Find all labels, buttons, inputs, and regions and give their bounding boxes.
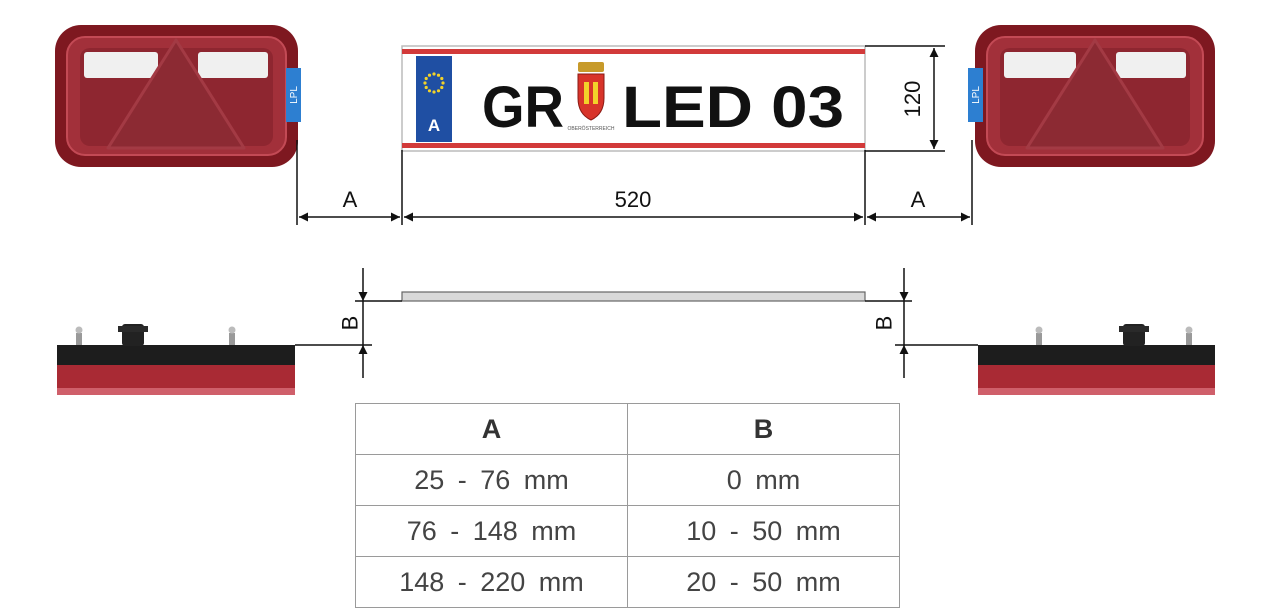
table-row: 76 - 148 mm 10 - 50 mm [355,505,900,557]
cell-a: 76 - 148 mm [355,505,628,557]
dim-b-right: B [872,316,897,331]
right-tail-lamp: LPL [968,25,1215,167]
spec-table: A B 25 - 76 mm 0 mm 76 - 148 mm 10 - 50 … [355,403,900,608]
lpl-tag [286,68,301,122]
left-tail-lamp: LPL [55,25,301,167]
top-dimensions [296,45,973,225]
lpl-tag [968,68,983,122]
side-dimensions [295,268,978,378]
dim-plate-width: 520 [615,187,652,212]
dim-plate-height: 120 [900,81,925,118]
plate-text-right: LED 03 [622,75,844,140]
lpl-label: LPL [289,86,300,104]
eu-band [416,56,452,142]
table-header-row: A B [355,403,900,455]
right-lamp-side-view [978,324,1215,395]
left-lamp-side-view [57,324,295,395]
dim-b-left: B [338,316,363,331]
crest-caption: OBERÖSTERREICH [568,125,615,132]
coat-of-arms [577,62,605,121]
eu-stars [423,72,445,94]
table-row: 148 - 220 mm 20 - 50 mm [355,556,900,608]
cell-b: 10 - 50 mm [627,505,900,557]
dim-a-right: A [911,187,926,212]
dim-a-left: A [343,187,358,212]
country-code: A [428,116,440,135]
table-row: 25 - 76 mm 0 mm [355,454,900,506]
header-b: B [627,403,900,455]
lpl-label: LPL [971,86,982,104]
cell-b: 20 - 50 mm [627,556,900,608]
header-a: A [355,403,628,455]
cell-a: 148 - 220 mm [355,556,628,608]
license-plate: A GR OBERÖSTERREICH LED 03 [401,45,866,152]
cell-a: 25 - 76 mm [355,454,628,506]
plate-text-left: GR [482,75,564,140]
cell-b: 0 mm [627,454,900,506]
plate-side-view [401,291,866,302]
